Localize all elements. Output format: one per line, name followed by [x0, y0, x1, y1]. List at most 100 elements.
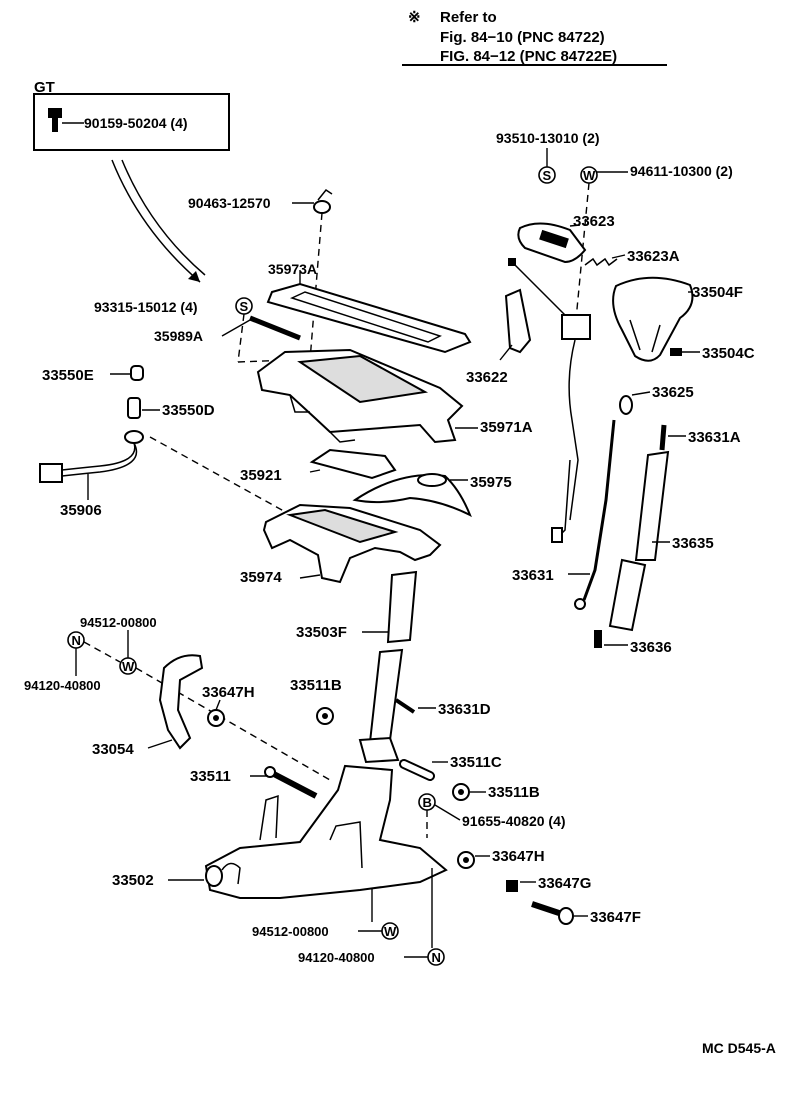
label-33647G: 33647G: [538, 875, 591, 892]
label-93315: 93315-15012 (4): [94, 299, 198, 315]
symbol-b-91655: B: [423, 795, 432, 810]
housing-35974: [262, 503, 442, 584]
label-33647H-lower: 33647H: [492, 848, 545, 865]
label-94120-lower: 94120-40800: [298, 950, 375, 965]
refer-note: ※ Refer to Fig. 84−10 (PNC 84722) FIG. 8…: [402, 9, 667, 66]
label-35973A: 35973A: [268, 261, 317, 277]
bulb-33550E: [110, 365, 144, 381]
label-35974: 35974: [240, 569, 282, 586]
label-94512-lower: 94512-00800: [252, 924, 329, 939]
washer-symbol-94512-upper: [119, 657, 137, 675]
switch-assembly: [508, 258, 591, 543]
label-33647F: 33647F: [590, 909, 641, 926]
refer-line1: Refer to: [440, 9, 497, 26]
label-33504F: 33504F: [692, 284, 743, 301]
symbol-w-94611: W: [583, 168, 596, 183]
label-33623: 33623: [573, 213, 615, 230]
label-35906: 35906: [60, 502, 102, 519]
label-35975: 35975: [470, 474, 512, 491]
label-35971A: 35971A: [480, 419, 533, 436]
clip-90463: [292, 188, 333, 361]
label-33647H-upper: 33647H: [202, 684, 255, 701]
symbol-w-94512-lower: W: [384, 924, 397, 939]
rod-33631A: [659, 424, 686, 451]
label-33504C: 33504C: [702, 345, 755, 362]
harness-35906: [39, 430, 301, 521]
plate-35921: [309, 448, 397, 480]
label-33631D: 33631D: [438, 701, 491, 718]
label-93510: 93510-13010 (2): [496, 130, 600, 146]
gt-frame: [33, 93, 230, 151]
refer-symbol: ※: [408, 9, 421, 26]
symbol-s-93510: S: [543, 168, 552, 183]
bracket-33054: [147, 654, 204, 750]
bracket-33622: [499, 288, 532, 361]
label-33635: 33635: [672, 535, 714, 552]
base-33502: [168, 764, 448, 948]
plate-lower-right: [608, 558, 647, 632]
bushing-33647H-upper: [207, 699, 225, 727]
screw-33504C: [670, 348, 700, 356]
pin-33631D: [394, 698, 436, 714]
rod-33631: [568, 419, 616, 610]
washer-group-left: 94512-00800 N 94120-40800 W: [24, 615, 331, 781]
gt-box: GT 90159-50204 (4): [33, 79, 230, 283]
sleeve-33511C: [399, 759, 448, 781]
bushing-33647H-lower: [457, 851, 490, 869]
label-33623A: 33623A: [627, 248, 680, 265]
gt-bolt-icon: [48, 108, 62, 132]
cover-35975: [352, 473, 472, 518]
button-33623: [517, 222, 587, 264]
label-94512-upper: 94512-00800: [80, 615, 157, 630]
bushing-33511B-upper: [316, 707, 334, 725]
label-33636: 33636: [630, 639, 672, 656]
label-35921: 35921: [240, 467, 282, 484]
gt-arrow-head: [188, 271, 200, 282]
symbol-s-93315: S: [240, 299, 249, 314]
label-91655: 91655-40820 (4): [462, 813, 566, 829]
label-90463: 90463-12570: [188, 195, 271, 211]
label-33631: 33631: [512, 567, 554, 584]
pin-33647F: [531, 901, 588, 925]
label-33503F: 33503F: [296, 624, 347, 641]
figure-id: MC D545-A: [702, 1040, 776, 1056]
bushing-33511B-lower: [452, 783, 486, 801]
label-33511B-upper: 33511B: [290, 677, 342, 694]
label-33550D: 33550D: [162, 402, 215, 419]
label-33502: 33502: [112, 872, 154, 889]
screw-33636: [594, 630, 628, 648]
nut-33647G: [506, 880, 536, 892]
label-33511: 33511: [190, 768, 231, 785]
label-94120-upper: 94120-40800: [24, 678, 101, 693]
console-35971A: [256, 348, 478, 444]
symbol-n-94120-upper: N: [72, 633, 81, 648]
label-33631A: 33631A: [688, 429, 741, 446]
refer-line3: FIG. 84−12 (PNC 84722E): [440, 48, 617, 65]
label-35989A: 35989A: [154, 328, 203, 344]
gt-title: GT: [34, 79, 55, 96]
spring-33623A: [584, 254, 626, 267]
gt-arrow-line: [111, 159, 201, 283]
socket-33550D: [127, 397, 160, 419]
rod-35989A: [221, 315, 301, 341]
lever-33503F: [362, 570, 418, 644]
bolt-33511: [250, 766, 318, 799]
label-33550E: 33550E: [42, 367, 94, 384]
knob-33504F: [612, 276, 694, 362]
refer-line2: Fig. 84−10 (PNC 84722): [440, 29, 605, 46]
label-94611: 94611-10300 (2): [630, 163, 733, 179]
bezel-35973A: [266, 270, 472, 354]
label-33511B-lower: 33511B: [488, 784, 540, 801]
symbol-n-94120-lower: N: [432, 950, 441, 965]
label-33625: 33625: [652, 384, 694, 401]
label-33054: 33054: [92, 741, 134, 758]
lever-arm: [358, 648, 404, 764]
label-33511C: 33511C: [450, 754, 502, 771]
clip-33625: [619, 391, 651, 415]
gt-part-label: 90159-50204 (4): [84, 115, 188, 131]
label-33622: 33622: [466, 369, 508, 386]
lever-33635: [634, 450, 670, 561]
symbol-w-94512-upper: W: [122, 659, 135, 674]
